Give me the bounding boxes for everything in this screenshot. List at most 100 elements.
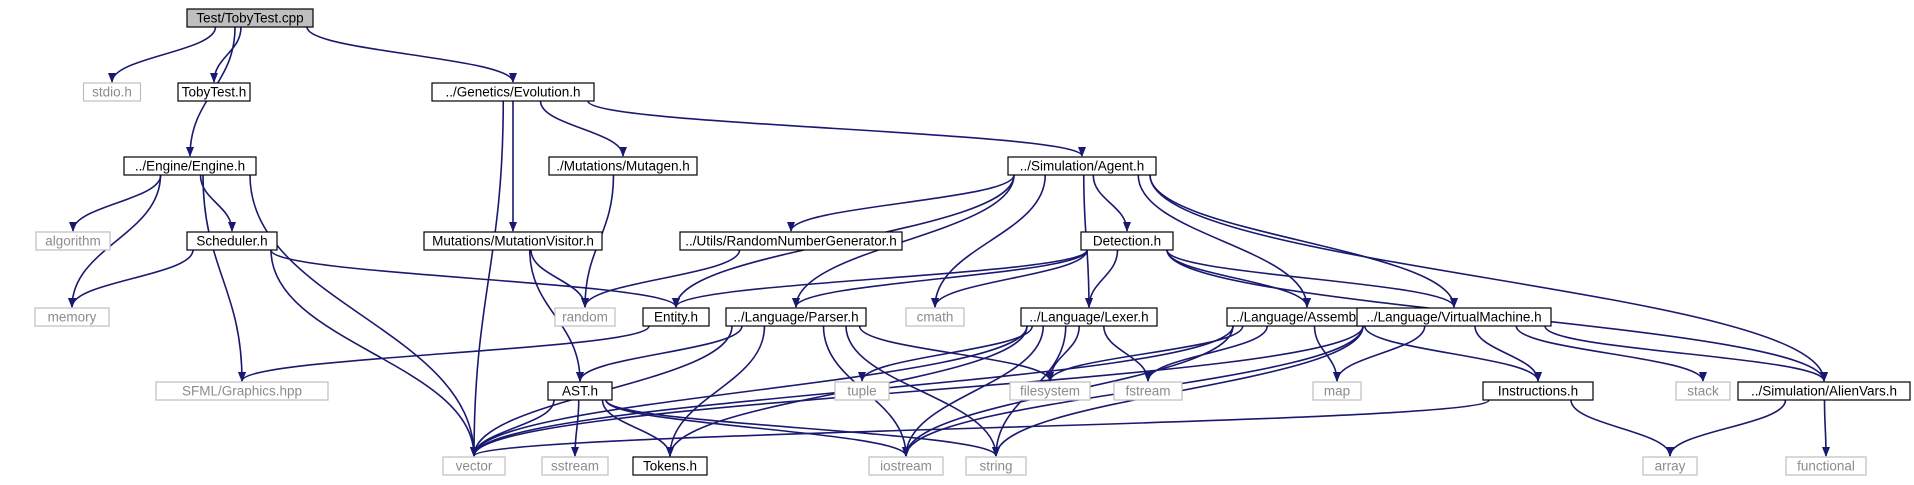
node-label-filesystem: filesystem: [1020, 384, 1080, 399]
node-box-sstream: [541, 456, 609, 476]
edge-engine_h-to-scheduler_h: [199, 174, 236, 232]
node-box-tobytest_cpp: [186, 8, 314, 28]
node-detection_h[interactable]: Detection.h: [1080, 231, 1174, 251]
node-vm_h[interactable]: ../Language/VirtualMachine.h: [1356, 307, 1552, 327]
node-label-functional: functional: [1797, 459, 1855, 474]
node-label-tokens_h: Tokens.h: [643, 459, 697, 474]
node-tobytest_cpp[interactable]: Test/TobyTest.cpp: [186, 8, 314, 28]
node-label-instructions_h: Instructions.h: [1498, 384, 1578, 399]
node-label-stack: stack: [1687, 384, 1719, 399]
node-tuple: tuple: [834, 381, 890, 401]
node-instructions_h[interactable]: Instructions.h: [1482, 381, 1594, 401]
node-box-random: [554, 307, 616, 327]
node-box-algorithm: [35, 231, 111, 251]
node-box-functional: [1785, 456, 1867, 476]
edge-tobytest_cpp-to-tobytest_h: [210, 26, 242, 83]
node-label-rng_h: ../Utils/RandomNumberGenerator.h: [685, 234, 897, 249]
node-lexer_h[interactable]: ../Language/Lexer.h: [1020, 307, 1158, 327]
node-box-tuple: [834, 381, 890, 401]
node-sstream: sstream: [541, 456, 609, 476]
edge-parser_h-to-ast_h: [576, 325, 743, 382]
edge-assembler_h-to-fstream: [1144, 325, 1269, 382]
edge-rng_h-to-random: [581, 249, 741, 308]
node-label-cmath: cmath: [917, 310, 954, 325]
node-tokens_h[interactable]: Tokens.h: [632, 456, 708, 476]
node-label-stdio_h: stdio.h: [92, 85, 132, 100]
edge-alienvars_h-to-array: [1666, 399, 1787, 457]
node-box-memory: [34, 307, 110, 327]
node-label-random: random: [562, 310, 608, 325]
node-box-scheduler_h: [186, 231, 278, 251]
edge-vm_h-to-instructions_h: [1474, 325, 1542, 382]
edge-assembler_h-to-instructions_h: [1363, 325, 1542, 382]
node-alienvars_h[interactable]: ../Simulation/AlienVars.h: [1737, 381, 1911, 401]
edge-agent_h-to-alienvars_h: [1149, 174, 1828, 382]
node-label-evolution_h: ../Genetics/Evolution.h: [445, 85, 580, 100]
node-box-string: [965, 456, 1027, 476]
edge-ast_h-to-sstream: [571, 399, 580, 457]
node-array: array: [1642, 456, 1698, 476]
edge-evolution_h-to-mutagen_h: [539, 100, 627, 157]
node-box-entity_h: [642, 307, 710, 327]
edge-engine_h-to-algorithm: [69, 174, 162, 232]
node-label-memory: memory: [48, 310, 97, 325]
edge-tobytest_cpp-to-stdio_h: [108, 26, 217, 83]
node-box-alienvars_h: [1737, 381, 1911, 401]
edge-engine_h-to-vector: [249, 174, 478, 457]
node-box-tobytest_h: [177, 82, 251, 102]
edges-layer: [68, 26, 1830, 457]
edge-ast_h-to-string: [605, 399, 1000, 457]
node-box-rng_h: [679, 231, 903, 251]
node-box-tokens_h: [632, 456, 708, 476]
node-box-iostream: [868, 456, 944, 476]
node-mutagen_h[interactable]: ./Mutations/Mutagen.h: [548, 156, 698, 176]
node-box-map: [1312, 381, 1362, 401]
node-tobytest_h[interactable]: TobyTest.h: [177, 82, 251, 102]
node-evolution_h[interactable]: ../Genetics/Evolution.h: [431, 82, 595, 102]
node-box-filesystem: [1009, 381, 1091, 401]
node-entity_h[interactable]: Entity.h: [642, 307, 710, 327]
edge-detection_h-to-lexer_h: [1085, 249, 1119, 308]
node-ast_h[interactable]: AST.h: [547, 381, 613, 401]
node-assembler_h[interactable]: ../Language/Assembler.h: [1226, 307, 1388, 327]
edge-vm_h-to-vector: [470, 325, 1364, 457]
node-label-algorithm: algorithm: [45, 234, 101, 249]
edge-agent_h-to-vm_h: [1149, 174, 1458, 308]
node-box-stack: [1675, 381, 1731, 401]
node-box-vector: [442, 456, 506, 476]
node-mutationvisitor_h[interactable]: Mutations/MutationVisitor.h: [423, 231, 603, 251]
node-vector: vector: [442, 456, 506, 476]
node-label-tuple: tuple: [847, 384, 876, 399]
node-box-array: [1642, 456, 1698, 476]
node-box-stdio_h: [82, 82, 142, 102]
node-agent_h[interactable]: ../Simulation/Agent.h: [1007, 156, 1157, 176]
node-label-engine_h: ../Engine/Engine.h: [135, 159, 245, 174]
edge-engine_h-to-memory: [68, 174, 162, 308]
node-label-mutagen_h: ./Mutations/Mutagen.h: [556, 159, 690, 174]
node-label-vector: vector: [456, 459, 493, 474]
edge-ast_h-to-tokens_h: [601, 399, 674, 457]
node-box-vm_h: [1356, 307, 1552, 327]
node-label-scheduler_h: Scheduler.h: [196, 234, 267, 249]
node-engine_h[interactable]: ../Engine/Engine.h: [123, 156, 257, 176]
node-label-fstream: fstream: [1125, 384, 1170, 399]
node-scheduler_h[interactable]: Scheduler.h: [186, 231, 278, 251]
node-label-agent_h: ../Simulation/Agent.h: [1020, 159, 1145, 174]
edge-parser_h-to-filesystem: [858, 325, 1054, 382]
node-algorithm: algorithm: [35, 231, 111, 251]
edge-instructions_h-to-vector: [470, 399, 1490, 457]
node-box-lexer_h: [1020, 307, 1158, 327]
edge-evolution_h-to-vector: [470, 100, 505, 457]
edge-engine_h-to-sfml: [202, 174, 246, 382]
node-label-parser_h: ../Language/Parser.h: [733, 310, 858, 325]
node-box-detection_h: [1080, 231, 1174, 251]
node-box-ast_h: [547, 381, 613, 401]
node-parser_h[interactable]: ../Language/Parser.h: [725, 307, 867, 327]
node-functional: functional: [1785, 456, 1867, 476]
node-stack: stack: [1675, 381, 1731, 401]
node-label-map: map: [1324, 384, 1350, 399]
node-box-mutagen_h: [548, 156, 698, 176]
node-rng_h[interactable]: ../Utils/RandomNumberGenerator.h: [679, 231, 903, 251]
node-label-detection_h: Detection.h: [1093, 234, 1161, 249]
